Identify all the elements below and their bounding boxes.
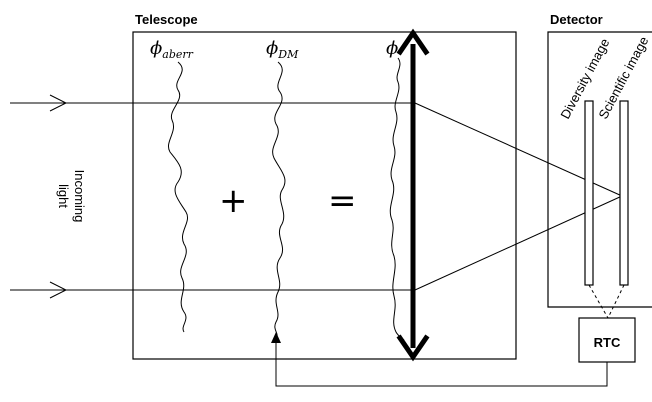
lens-bottom-arrowhead (396, 334, 430, 362)
aberration-wavefront (168, 61, 188, 333)
svg-text:light: light (56, 184, 71, 208)
total-wavefront (389, 57, 405, 341)
feedback-loop (275, 340, 608, 387)
phi-aberr-label: ϕaberr (150, 38, 194, 61)
telescope-label: Telescope (135, 12, 198, 27)
rtc-box (578, 317, 636, 363)
diversity-image-plane (584, 100, 594, 286)
scientific-image-plane (619, 100, 629, 286)
incoming-light-label: Incoming light (56, 170, 87, 223)
detector-label: Detector (550, 12, 603, 27)
equals-operator: = (328, 181, 357, 221)
plus-operator: + (219, 181, 248, 221)
incoming-ray-top-arrowhead (49, 94, 68, 112)
svg-text:Incoming: Incoming (72, 170, 87, 223)
incoming-ray-bottom-arrowhead (49, 281, 68, 299)
lens-top-arrowhead (396, 28, 430, 56)
dm-wavefront (272, 61, 286, 339)
phi-total-label: ϕ (386, 38, 398, 59)
telescope-box (132, 31, 517, 360)
phi-dm-label: ϕDM (266, 38, 299, 61)
detector-box (547, 31, 652, 308)
rtc-label: RTC (594, 335, 621, 350)
diversity-to-rtc-dashed (588, 284, 609, 319)
feedback-arrowhead (271, 332, 281, 343)
scientific-to-rtc-dashed (607, 284, 625, 319)
